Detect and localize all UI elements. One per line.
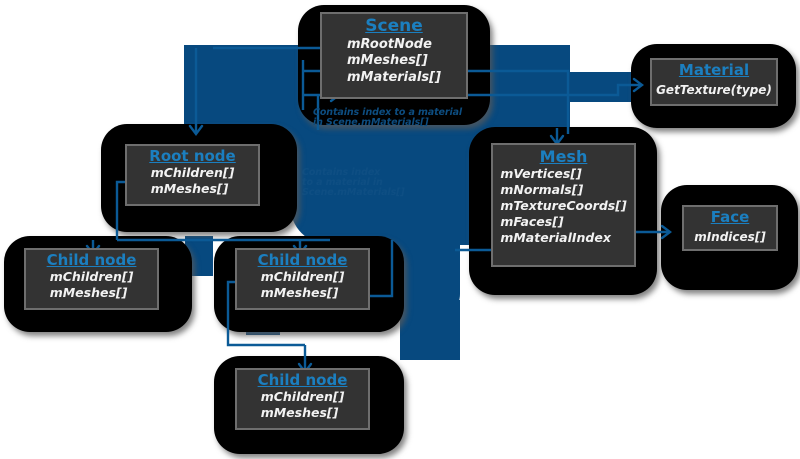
node-child-node-middle-field-mchildren: mChildren[] [260,269,345,285]
node-root-node-title: Root node [149,147,236,165]
node-child-node-left-field-mchildren: mChildren[] [49,269,134,285]
node-child-node-bottom-field-mmeshes: mMeshes[] [260,405,339,421]
background-blue-region-tail [400,300,460,360]
node-child-node-bottom-field-mchildren: mChildren[] [260,389,345,405]
annotation-material-index-line2: in Scene.mMaterials[] [313,117,429,128]
node-root-node[interactable]: Root node mChildren[] mMeshes[] [125,144,260,206]
arrowhead-face [660,224,672,240]
node-child-node-middle[interactable]: Child node mChildren[] mMeshes[] [235,248,370,310]
annotation-ghost-line2: to a material in [302,177,383,188]
arrowhead-root-node [188,124,204,136]
annotation-ghost-line3: Scene.mMaterials[] [302,187,405,198]
node-face-field-mindices: mIndices[] [694,230,766,245]
node-scene-title: Scene [365,16,423,36]
node-material[interactable]: Material GetTexture(type) [650,58,778,106]
node-scene[interactable]: Scene mRootNode mMeshes[] mMaterials[] [320,12,468,99]
node-root-node-field-mmeshes: mMeshes[] [150,181,229,197]
node-child-node-left-title: Child node [46,251,137,269]
node-mesh-field-mmaterialindex: mMaterialIndex [500,230,611,246]
node-child-node-bottom[interactable]: Child node mChildren[] mMeshes[] [235,368,370,430]
node-scene-field-mmeshes: mMeshes[] [346,53,428,69]
node-mesh-field-mnormals: mNormals[] [500,182,584,198]
line-scene-mmaterials [392,83,640,97]
arrowhead-material [632,77,644,93]
node-child-node-middle-title: Child node [257,251,348,269]
node-mesh-field-mtexturecoords: mTextureCoords[] [500,198,627,214]
node-face[interactable]: Face mIndices[] [682,205,778,251]
background-blue-region-bridge [560,72,640,102]
node-root-node-field-mchildren: mChildren[] [150,165,235,181]
node-child-node-bottom-title: Child node [257,371,348,389]
node-child-node-left-field-mmeshes: mMeshes[] [49,285,128,301]
node-mesh-title: Mesh [539,147,588,166]
node-scene-field-mmaterials: mMaterials[] [346,69,441,85]
node-mesh-field-mvertices: mVertices[] [500,166,582,182]
node-material-title: Material [678,61,750,79]
background-blue-region-topleft-curve [184,45,230,91]
node-material-field-gettexture: GetTexture(type) [656,83,772,98]
background-blue-region-center [290,120,470,245]
node-child-node-middle-field-mmeshes: mMeshes[] [260,285,339,301]
annotation-material-index-line1: Contains index to a material [313,107,463,118]
node-child-node-left[interactable]: Child node mChildren[] mMeshes[] [24,248,159,310]
node-face-title: Face [710,208,750,226]
annotation-ghost-line1: Contains index [302,167,381,178]
node-mesh[interactable]: Mesh mVertices[] mNormals[] mTextureCoor… [491,143,636,267]
node-scene-field-mrootnode: mRootNode [346,36,432,52]
node-mesh-field-mfaces: mFaces[] [500,214,564,230]
